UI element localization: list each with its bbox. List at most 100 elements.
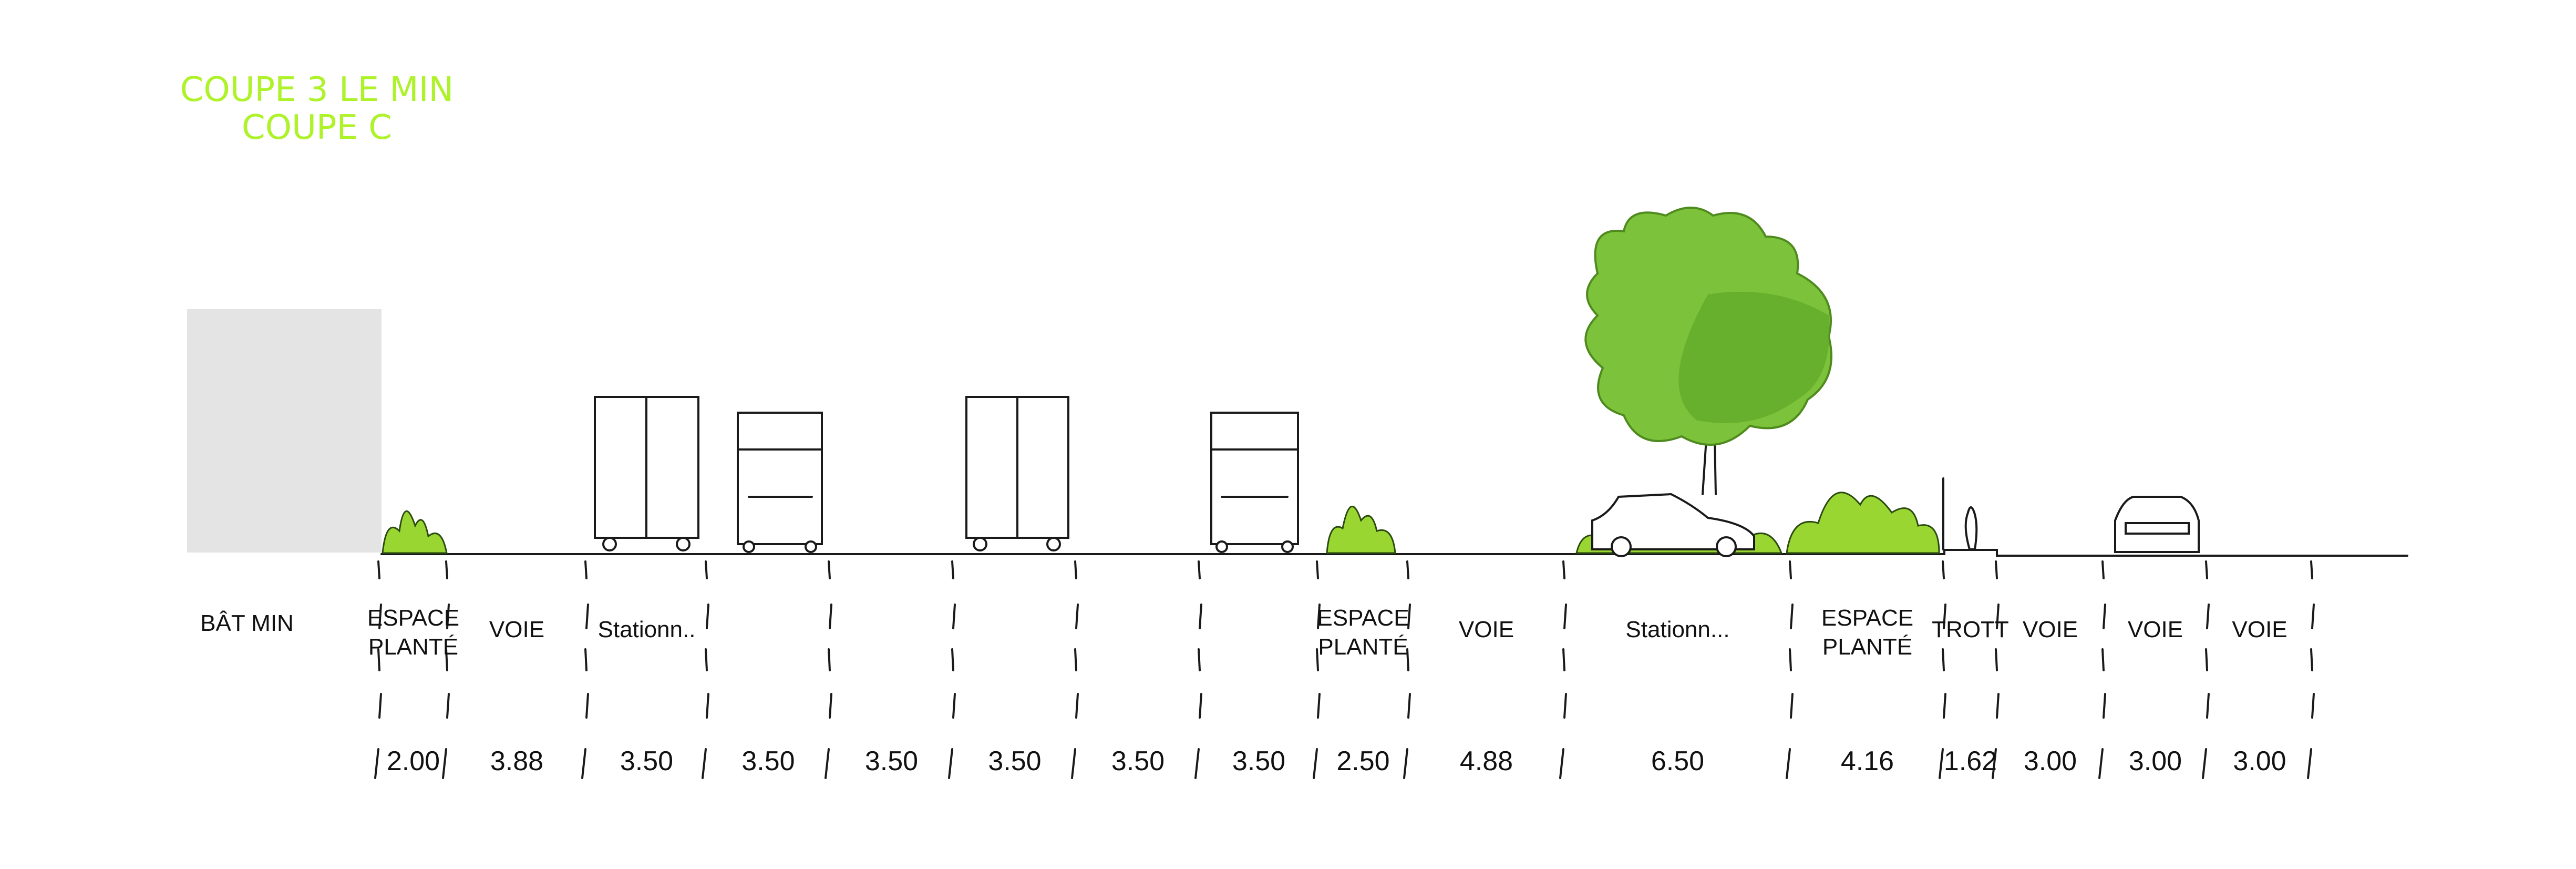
divider-tick <box>1403 748 1408 779</box>
divider-tick <box>1198 560 1201 579</box>
divider-tick <box>2310 560 2313 579</box>
divider-tick <box>1562 648 1565 671</box>
column-label-line-2: PLANTÉ <box>1318 634 1408 660</box>
column-width-value: 1.62 <box>1944 746 1997 776</box>
column-label: ESPACE <box>1821 605 1913 631</box>
divider-tick <box>1939 748 1944 779</box>
divider-tick <box>952 604 956 629</box>
tree <box>1584 207 1832 495</box>
car-rear <box>2114 496 2200 553</box>
divider-tick <box>1942 560 1945 579</box>
column-width-value: 3.00 <box>2129 746 2182 776</box>
divider-tick <box>377 648 380 671</box>
divider-tick <box>378 693 382 719</box>
divider-tick <box>828 560 831 579</box>
divider-tick <box>1790 604 1794 629</box>
divider-tick <box>1563 604 1567 629</box>
divider-tick <box>445 648 448 671</box>
divider-tick <box>828 648 831 671</box>
column-width-value: 3.88 <box>490 746 543 776</box>
column-width-value: 3.50 <box>1111 746 1165 776</box>
divider-tick <box>705 560 708 579</box>
column-label: VOIE <box>2232 617 2287 642</box>
column-label: VOIE <box>489 617 544 642</box>
divider-tick <box>374 748 379 779</box>
divider-tick <box>1199 693 1202 719</box>
divider-tick <box>1075 693 1079 719</box>
bus-rear-1 <box>594 396 699 551</box>
column-width-value: 3.00 <box>2024 746 2077 776</box>
divider-tick <box>1563 693 1567 719</box>
truck-front-1 <box>737 412 823 553</box>
divider-tick <box>581 748 586 779</box>
car-side <box>1591 493 1755 557</box>
column-label-line-2: PLANTÉ <box>368 634 458 660</box>
divider-tick <box>1789 648 1792 671</box>
column-width-value: 4.16 <box>1841 746 1894 776</box>
pedestrian <box>1942 477 1978 550</box>
column-label: VOIE <box>1459 617 1514 642</box>
divider-tick <box>2311 604 2315 629</box>
divider-tick <box>1316 560 1319 579</box>
divider-tick <box>702 748 707 779</box>
column-label: Stationn.. <box>598 617 696 642</box>
divider-tick <box>1075 604 1079 629</box>
divider-tick <box>1407 693 1411 719</box>
divider-tick <box>2098 748 2104 779</box>
divider-tick <box>445 560 448 579</box>
divider-tick <box>829 604 832 629</box>
divider-tick <box>1943 693 1946 719</box>
column-label: ESPACE <box>367 605 459 631</box>
column-label: VOIE <box>2128 617 2183 642</box>
divider-tick <box>1562 560 1565 579</box>
column-width-value: 2.50 <box>1336 746 1389 776</box>
divider-tick <box>1790 693 1794 719</box>
column-label: Stationn... <box>1625 617 1729 642</box>
divider-tick <box>378 604 382 629</box>
divider-tick <box>2307 748 2312 779</box>
divider-tick <box>2202 748 2207 779</box>
bush-1 <box>382 510 448 554</box>
bus-rear-2 <box>965 396 1069 551</box>
column-width-value: 3.50 <box>620 746 673 776</box>
divider-tick <box>2310 648 2313 671</box>
column-width-value: 2.00 <box>387 746 440 776</box>
divider-tick <box>825 748 830 779</box>
divider-tick <box>1789 560 1792 579</box>
divider-tick <box>1406 648 1409 671</box>
bush-4 <box>1786 492 1940 554</box>
divider-tick <box>1786 748 1791 779</box>
divider-tick <box>585 693 589 719</box>
column-width-value: 3.50 <box>988 746 1041 776</box>
divider-tick <box>2205 648 2208 671</box>
divider-tick <box>1406 560 1409 579</box>
divider-tick <box>2101 648 2105 671</box>
divider-tick <box>446 604 450 629</box>
divider-tick <box>377 560 380 579</box>
divider-tick <box>584 560 588 579</box>
divider-tick <box>1198 648 1201 671</box>
building-label: BÂT MIN <box>200 610 294 636</box>
title-line-2: COUPE C <box>242 108 392 147</box>
divider-tick <box>584 648 588 671</box>
divider-tick <box>1992 748 1997 779</box>
divider-tick <box>1995 648 1998 671</box>
divider-tick <box>1943 604 1946 629</box>
column-label: TROTT <box>1932 617 2009 642</box>
divider-tick <box>829 693 832 719</box>
divider-tick <box>585 604 589 629</box>
divider-tick <box>2311 693 2315 719</box>
divider-tick <box>446 693 450 719</box>
divider-tick <box>2101 560 2105 579</box>
divider-tick <box>951 560 954 579</box>
divider-tick <box>1317 693 1321 719</box>
divider-tick <box>1316 648 1319 671</box>
truck-front-2 <box>1210 412 1299 553</box>
divider-tick <box>1313 748 1318 779</box>
divider-tick <box>442 748 447 779</box>
divider-tick <box>951 648 954 671</box>
divider-tick <box>1074 648 1077 671</box>
bush-2 <box>1326 505 1396 554</box>
divider-tick <box>1317 604 1321 629</box>
